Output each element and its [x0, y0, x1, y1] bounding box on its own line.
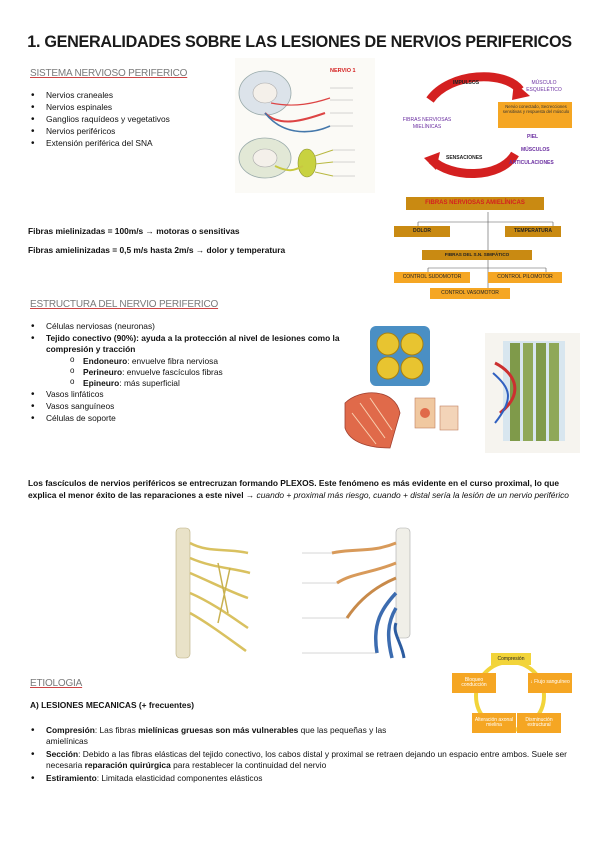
sensaciones-label: SENSACIONES [446, 155, 483, 161]
section-heading-estructura: ESTRUCTURA DEL NERVIO PERIFERICO [30, 299, 219, 310]
brachial-plexus-illustration [168, 523, 280, 668]
cycle-flujo: ↓ Flujo sanguíneo [528, 673, 572, 693]
list-item: Nervios espinales [28, 101, 228, 114]
epineuro-text: : más superficial [119, 377, 180, 388]
epineuro-bold: Epineuro [83, 377, 120, 388]
compresion-text: : Las fibras [94, 725, 139, 735]
endoneuro-text: : envuelve fibra nerviosa [127, 356, 218, 367]
fibras-mielinicas-label: FIBRAS NERVIOSAS MIELÍNICAS [402, 117, 452, 130]
impulse-sensation-diagram [390, 62, 590, 187]
seccion-text-2: para restablecer la continuidad del nerv… [170, 760, 327, 771]
estiramiento-text: : Limitada elasticidad componentes elást… [96, 772, 263, 783]
perineuro-bold: Perineuro [83, 367, 123, 378]
sudomotor-box: CONTROL SUDOMOTOR [394, 272, 470, 283]
musculo-label: MÚSCULO ESQUELÉTICO [526, 80, 562, 93]
articulaciones-label: ARTICULACIONES [509, 160, 554, 166]
list-item: Células de soporte [28, 412, 373, 425]
compresion-bold-2: mielínicas gruesas son más vulnerables [138, 725, 299, 735]
list-item: Ganglios raquídeos y vegetativos [28, 113, 228, 126]
lumbosacral-plexus-illustration [292, 523, 432, 668]
fibras-amielinizadas-text: Fibras amielinizadas = 0,5 m/s hasta 2m/… [28, 245, 286, 255]
estructura-list: Células nerviosas (neuronas) Tejido cone… [28, 320, 373, 425]
plexos-paragraph: Los fascículos de nervios periféricos se… [28, 478, 570, 502]
etiologia-list: Compresión: Las fibras mielínicas gruesa… [28, 724, 573, 786]
musculos-label: MÚSCULOS [521, 147, 550, 153]
snp-list: Nervios craneales Nervios espinales Gang… [28, 89, 228, 151]
endoneuro-bold: Endoneuro [83, 356, 128, 367]
list-item: Epineuro: más superficial [28, 377, 373, 389]
plexos-italic-text: → cuando + proximal más riesgo, cuando +… [243, 489, 569, 500]
list-item: Tejido conectivo (90%): ayuda a la prote… [28, 332, 373, 355]
temperatura-box: TEMPERATURA [505, 226, 561, 237]
cycle-alteracion: Alteración axonal mielina [472, 713, 516, 733]
list-item: Compresión: Las fibras mielínicas gruesa… [28, 724, 418, 748]
cycle-bloqueo: Bloqueo conducción [452, 673, 496, 693]
tejido-bold: Tejido conectivo (90%): [46, 333, 139, 344]
list-item: Nervios periféricos [28, 125, 228, 138]
sn-simpatico-box: FIBRAS DEL S.N. SIMPÁTICO [422, 250, 532, 260]
seccion-bold-2: reparación quirúrgica [84, 760, 171, 771]
section-heading-etiologia: ETIOLOGIA [30, 678, 83, 689]
section-heading-snp: SISTEMA NERVIOSO PERIFERICO [30, 68, 188, 79]
impulsos-label: IMPULSOS [453, 80, 480, 86]
spinal-nerve-illustration [235, 58, 375, 193]
estiramiento-bold: Estiramiento [46, 772, 97, 783]
amielinicas-box: FIBRAS NERVIOSAS AMIELÍNICAS [406, 197, 544, 210]
plexos-bold-text: Los fascículos de nervios periféricos se… [28, 478, 560, 500]
list-item: Células nerviosas (neuronas) [28, 320, 373, 333]
list-item: Endoneuro: envuelve fibra nerviosa [28, 355, 373, 367]
cycle-compresion: Compresión [491, 653, 531, 665]
page-title: 1. GENERALIDADES SOBRE LAS LESIONES DE N… [27, 33, 572, 51]
nerve-cross-section-illustration [340, 318, 475, 453]
nervio-box-label: Nervio conectado, Secrecciones sensitiva… [502, 104, 570, 115]
compresion-bold: Compresión [46, 725, 95, 735]
list-item: Extensión periférica del SNA [28, 137, 228, 150]
nerve-fascicle-illustration [485, 333, 580, 453]
list-item: Vasos linfáticos [28, 388, 373, 401]
lesiones-mecanicas-heading: A) LESIONES MECANICAS (+ frecuentes) [30, 700, 195, 710]
list-item: Vasos sanguíneos [28, 400, 373, 413]
pilomotor-box: CONTROL PILOMOTOR [488, 272, 562, 283]
list-item: Nervios craneales [28, 89, 228, 102]
nervio-label: NERVIO 1 [330, 68, 356, 74]
tejido-rest: ayuda a la protección al nivel de lesion… [46, 333, 340, 355]
cycle-disminucion: Disminución estructural [517, 713, 561, 733]
fibras-mielinizadas-text: Fibras mielinizadas = 100m/s → motoras o… [28, 226, 240, 236]
list-item: Estiramiento: Limitada elasticidad compo… [28, 772, 573, 786]
vasomotor-box: CONTROL VASOMOTOR [430, 288, 510, 299]
seccion-bold: Sección [46, 748, 79, 759]
dolor-box: DOLOR [394, 226, 450, 237]
compresion-text-2: que las pequeñas y las amielínicas [46, 725, 387, 747]
seccion-text: : Debido a las fibras elásticas del teji… [46, 748, 567, 771]
piel-label: PIEL [527, 134, 539, 140]
list-item: Perineuro: envuelve fascículos fibras [28, 366, 373, 378]
perineuro-text: : envuelve fascículos fibras [122, 367, 223, 378]
list-item: Sección: Debido a las fibras elásticas d… [28, 748, 573, 772]
